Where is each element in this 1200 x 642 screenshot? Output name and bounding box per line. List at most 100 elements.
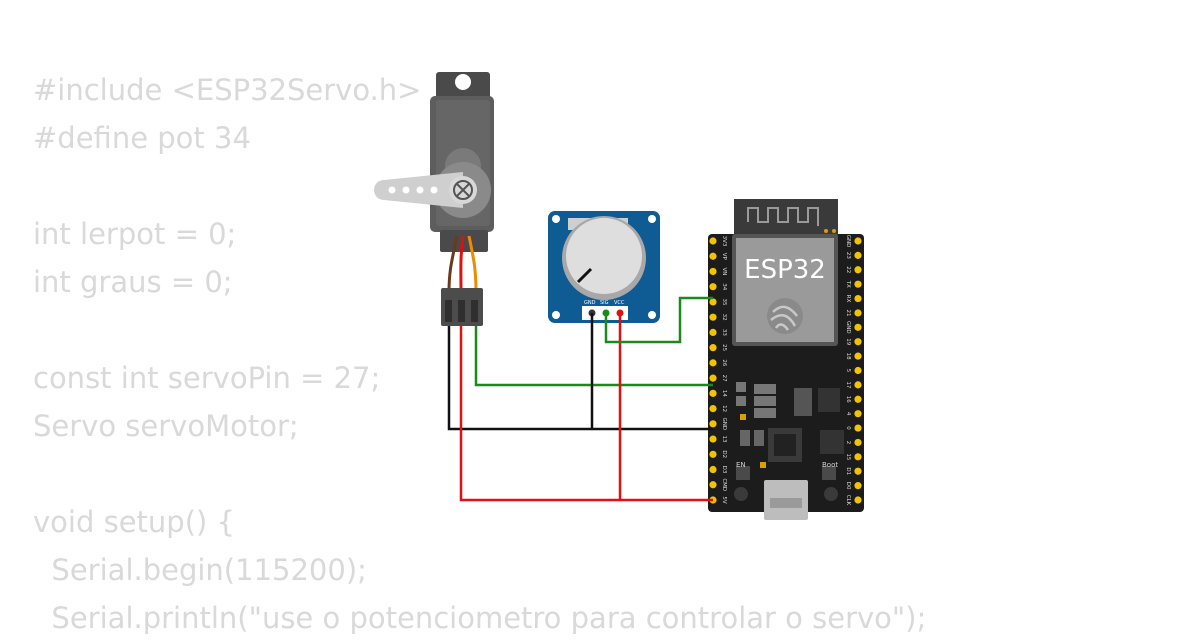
pin-label: VN xyxy=(721,268,727,276)
header-pin[interactable] xyxy=(709,283,717,291)
pin-label: D2 xyxy=(721,450,727,458)
header-pin[interactable] xyxy=(709,267,717,276)
pin-label: 18 xyxy=(845,353,851,360)
header-pin[interactable] xyxy=(709,252,717,260)
header-pin[interactable] xyxy=(854,266,862,274)
header-pin[interactable] xyxy=(854,438,862,447)
pin-label: 13 xyxy=(721,436,727,443)
pin-label: 25 xyxy=(721,344,727,351)
code-line: #include <ESP32Servo.h> xyxy=(33,73,422,107)
servo-motor[interactable] xyxy=(374,72,494,326)
header-pin[interactable] xyxy=(709,298,717,306)
code-line: int graus = 0; xyxy=(33,265,233,299)
code-line: void setup() { xyxy=(33,505,235,539)
pin-label: 21 xyxy=(845,309,851,316)
espressif-logo-icon xyxy=(767,298,803,334)
pin-label: CLK xyxy=(845,495,851,506)
header-pin[interactable] xyxy=(854,467,862,475)
board-components xyxy=(736,382,844,480)
pin-label: 27 xyxy=(721,375,727,382)
header-pin[interactable] xyxy=(709,435,717,443)
pin-label: 34 xyxy=(721,283,727,290)
header-pin[interactable] xyxy=(709,374,717,382)
header-pin[interactable] xyxy=(854,453,862,461)
en-label: EN xyxy=(736,461,746,469)
pin-label: TX xyxy=(845,280,851,288)
pin-label: 35 xyxy=(721,298,727,305)
code-line: Servo servoMotor; xyxy=(33,409,299,443)
esp32-label: ESP32 xyxy=(744,255,826,285)
header-pin[interactable] xyxy=(709,481,717,489)
pin-label: D3 xyxy=(721,466,727,474)
pin-label: 17 xyxy=(845,381,851,388)
pin-label: GND xyxy=(721,418,727,431)
pin-label: 0 xyxy=(845,426,851,430)
header-pin[interactable] xyxy=(854,352,862,360)
header-pin[interactable] xyxy=(854,482,862,490)
header-pin[interactable] xyxy=(709,328,717,337)
code-line: const int servoPin = 27; xyxy=(33,361,381,395)
header-pin[interactable] xyxy=(709,313,717,321)
header-pin[interactable] xyxy=(854,366,862,375)
header-pin[interactable] xyxy=(709,404,717,413)
pin-label: 16 xyxy=(845,396,851,403)
pin-label: 12 xyxy=(721,405,727,412)
pot-pin-label: SIG xyxy=(600,300,609,306)
header-pin[interactable] xyxy=(854,280,862,288)
wire-servo-signal xyxy=(474,326,713,387)
header-pin[interactable] xyxy=(854,338,862,346)
header-pin[interactable] xyxy=(854,410,862,418)
header-pin[interactable] xyxy=(854,323,862,331)
pot-pin-label: GND xyxy=(584,300,596,306)
header-pin[interactable] xyxy=(854,237,862,245)
pin-label: 14 xyxy=(721,390,727,397)
pin-label: RX xyxy=(845,295,851,303)
pin-label: 23 xyxy=(845,252,851,259)
header-pin[interactable] xyxy=(854,496,862,504)
header-pin[interactable] xyxy=(854,309,862,317)
code-line: Serial.println("use o potenciometro para… xyxy=(33,601,927,635)
en-button[interactable] xyxy=(734,487,748,501)
boot-button[interactable] xyxy=(824,487,838,501)
code-line: Serial.begin(115200); xyxy=(33,553,367,587)
pin-label: D1 xyxy=(845,467,851,475)
wire-servo-gnd xyxy=(447,326,713,431)
servo-connector xyxy=(441,288,483,326)
pin-label: 33 xyxy=(721,329,727,336)
wire-pot-signal xyxy=(604,296,713,344)
pin-label: GND xyxy=(845,321,851,334)
pin-label: GND xyxy=(845,235,851,248)
usb-port xyxy=(764,480,808,520)
header-pin[interactable] xyxy=(709,344,717,352)
header-pin[interactable] xyxy=(709,420,717,428)
pin-label: 19 xyxy=(845,338,851,345)
header-pin[interactable] xyxy=(709,450,717,458)
code-line: int lerpot = 0; xyxy=(33,217,237,251)
pin-label: 3V3 xyxy=(721,236,727,247)
pin-label: VP xyxy=(721,253,727,261)
pot-pin-label: VCC xyxy=(614,300,625,306)
header-pin[interactable] xyxy=(854,294,862,303)
header-pin[interactable] xyxy=(854,381,862,389)
pin-label: 22 xyxy=(845,266,851,273)
pin-label: CMD xyxy=(721,478,727,491)
header-pin[interactable] xyxy=(709,237,717,245)
pin-label: 2 xyxy=(845,441,851,445)
pin-label: 26 xyxy=(721,359,727,366)
header-pin[interactable] xyxy=(709,389,717,397)
wires xyxy=(447,296,713,502)
pin-label: D0 xyxy=(845,482,851,490)
servo-horn-arm xyxy=(374,172,463,208)
pin-label: 4 xyxy=(845,412,851,416)
header-pin[interactable] xyxy=(854,251,862,259)
header-pin[interactable] xyxy=(854,395,862,403)
potentiometer-module[interactable]: GND SIG VCC xyxy=(548,211,660,323)
header-pin[interactable] xyxy=(709,465,717,474)
esp32-board[interactable]: ESP32 EN Boot xyxy=(708,199,864,520)
header-pin[interactable] xyxy=(709,359,717,367)
header-pin[interactable] xyxy=(854,424,862,432)
